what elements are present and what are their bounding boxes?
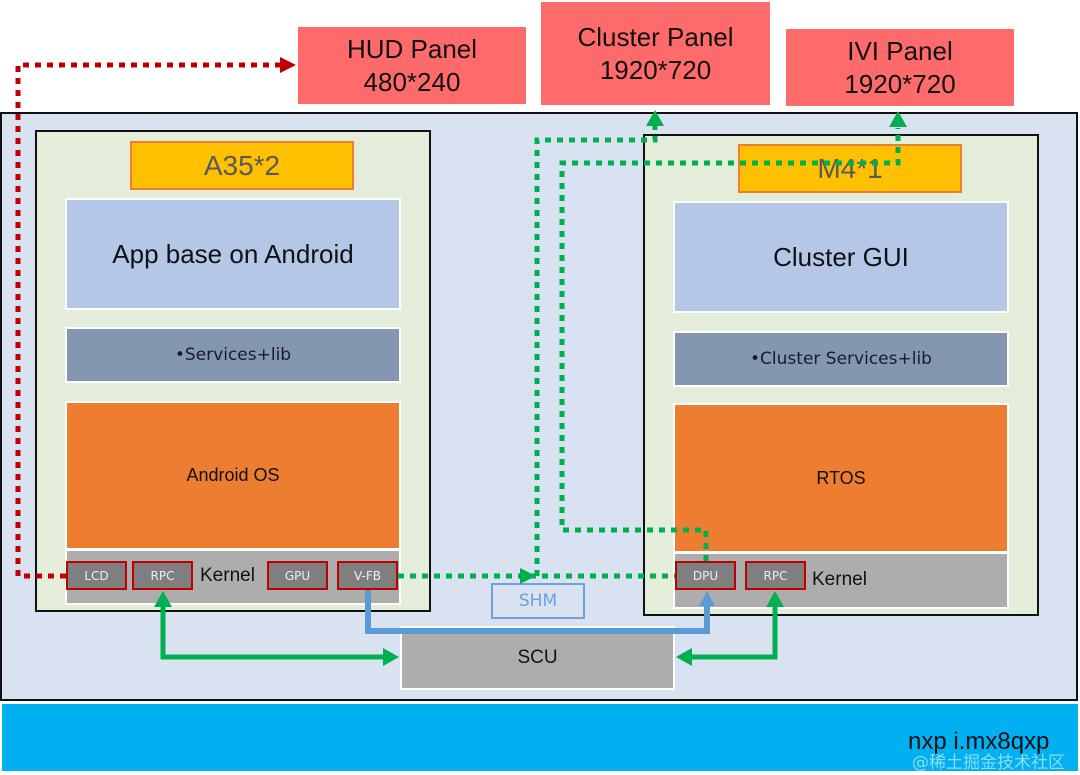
hud-panel-resolution: 480*240 <box>363 66 461 97</box>
rtos-layer: RTOS <box>673 403 1009 553</box>
cluster-panel-name: Cluster Panel <box>577 21 734 52</box>
lcd-module: LCD <box>66 561 127 590</box>
rpc-module-right: RPC <box>745 561 806 590</box>
rtos-kernel-label: Kernel <box>812 569 867 590</box>
cluster-gui-layer: Cluster GUI <box>673 201 1009 313</box>
android-app-layer: App base on Android <box>65 198 401 310</box>
hud-arrowhead <box>280 57 296 73</box>
cluster-panel-resolution: 1920*720 <box>599 54 712 85</box>
watermark: @稀土掘金技术社区 <box>912 753 1065 773</box>
cluster-panel: Cluster Panel 1920*720 <box>541 2 770 105</box>
shm-block: SHM <box>491 583 585 619</box>
hud-panel-name: HUD Panel <box>346 33 478 64</box>
ivi-panel-resolution: 1920*720 <box>844 68 956 99</box>
soc-bar <box>2 704 1078 771</box>
ivi-panel: IVI Panel 1920*720 <box>786 29 1014 106</box>
m4-chip-label: M4*1 <box>738 144 962 193</box>
android-kernel-label: Kernel <box>200 565 255 586</box>
cluster-services-layer: •Cluster Services+lib <box>673 331 1009 387</box>
android-services-layer: •Services+lib <box>65 327 401 383</box>
gpu-module: GPU <box>267 561 328 590</box>
vfb-module: V-FB <box>337 561 398 590</box>
android-os-layer: Android OS <box>65 401 401 550</box>
ivi-panel-name: IVI Panel <box>847 35 953 66</box>
hud-panel: HUD Panel 480*240 <box>298 27 526 104</box>
scu-block: SCU <box>400 626 675 690</box>
soc-label: nxp i.mx8qxp <box>908 728 1050 755</box>
a35-chip-label: A35*2 <box>130 141 354 190</box>
dpu-module: DPU <box>675 561 736 590</box>
rpc-module-left: RPC <box>132 561 193 590</box>
